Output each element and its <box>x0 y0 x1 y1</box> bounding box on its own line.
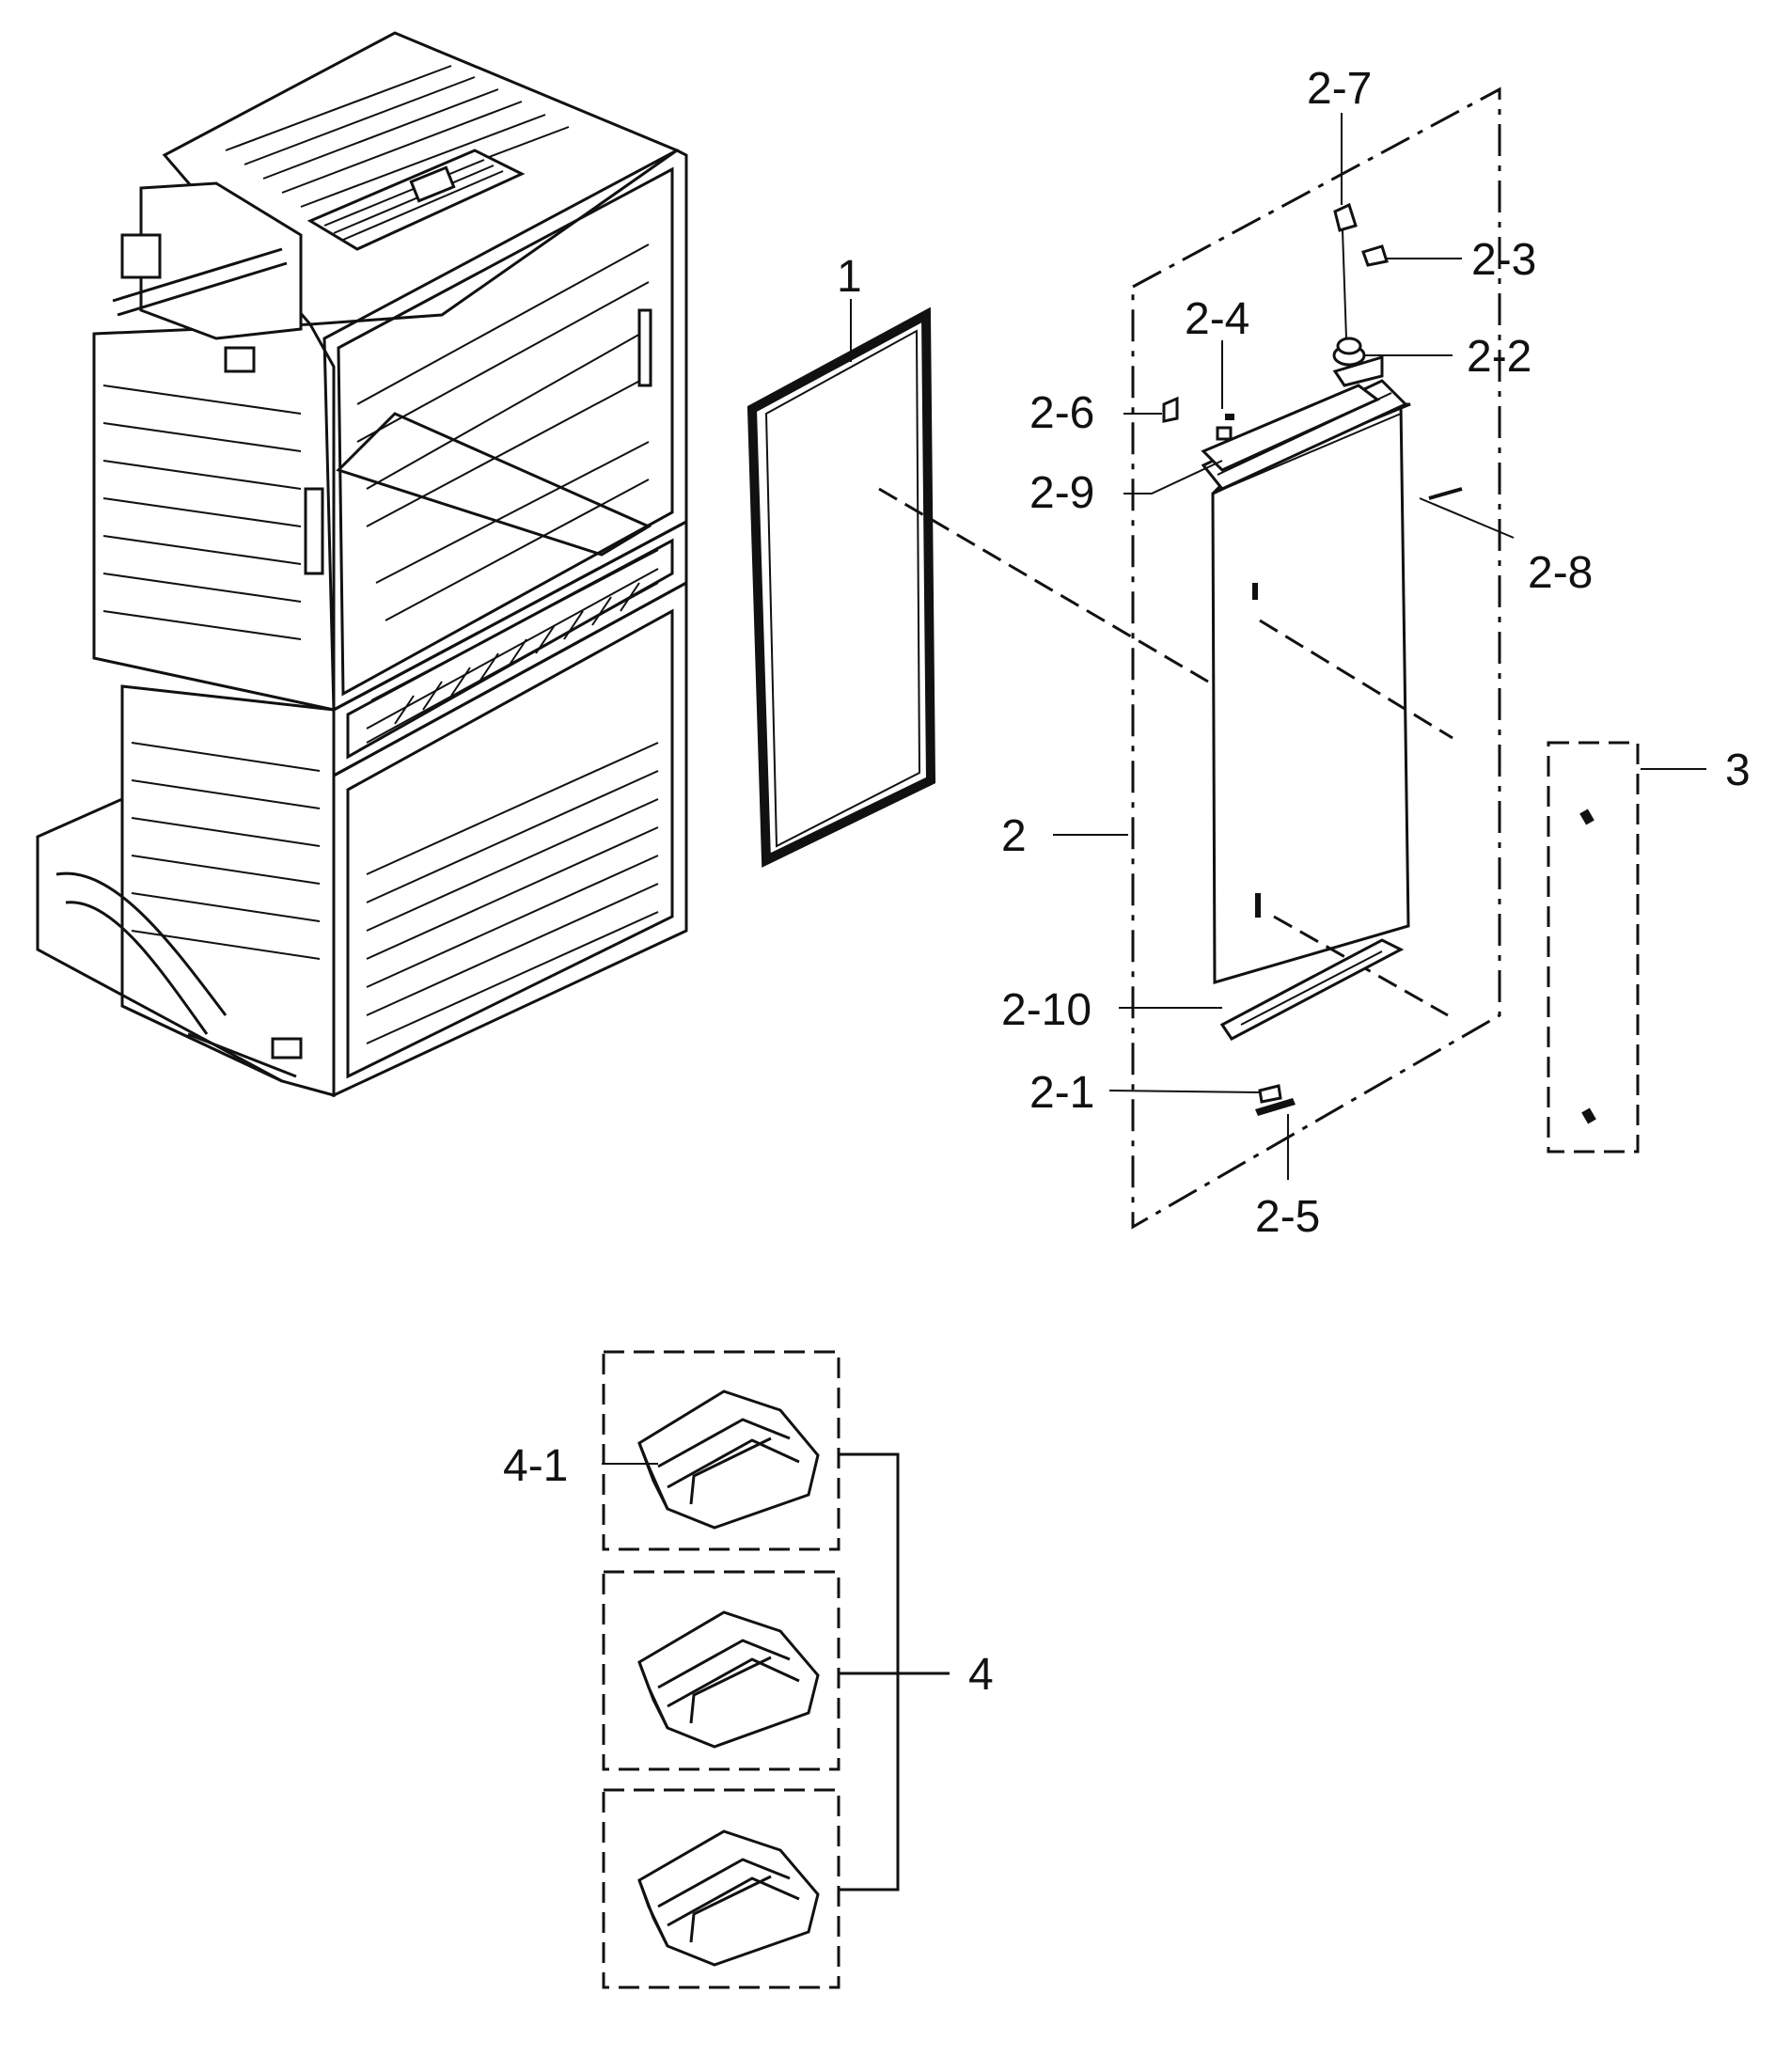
callout-2: 2 <box>1001 811 1027 861</box>
door-assembly-boundary <box>1131 86 1501 1230</box>
door-gasket <box>746 306 936 868</box>
callout-2-2: 2-2 <box>1467 332 1532 382</box>
callout-1: 1 <box>837 252 862 302</box>
callouts: 1 2-7 2-3 2-4 2-2 2-6 2-9 2-8 2 3 2-10 2… <box>503 64 1751 1700</box>
refrigerator-cabinet <box>36 31 688 1098</box>
leader-lines <box>602 113 1706 1465</box>
callout-2-7: 2-7 <box>1307 64 1372 114</box>
explode-line-gasket <box>878 487 1209 683</box>
bin-3 <box>637 1829 820 1967</box>
callout-2-1: 2-1 <box>1029 1068 1094 1118</box>
callout-4: 4 <box>968 1650 994 1700</box>
bin-2 <box>637 1610 820 1749</box>
callout-2-4: 2-4 <box>1185 294 1249 344</box>
door-bins <box>602 1350 950 1989</box>
callout-2-10: 2-10 <box>1001 985 1092 1035</box>
callout-2-3: 2-3 <box>1471 235 1536 285</box>
callout-2-9: 2-9 <box>1029 468 1094 518</box>
door-panel <box>1201 379 1463 1017</box>
callout-4-1: 4-1 <box>503 1441 568 1491</box>
callout-2-8: 2-8 <box>1528 548 1593 598</box>
bin-1 <box>637 1389 820 1530</box>
handle <box>1547 741 1640 1154</box>
callout-3: 3 <box>1725 746 1751 795</box>
callout-2-5: 2-5 <box>1255 1192 1320 1242</box>
bottom-hinge-parts <box>1219 938 1405 1116</box>
callout-2-6: 2-6 <box>1029 388 1094 438</box>
